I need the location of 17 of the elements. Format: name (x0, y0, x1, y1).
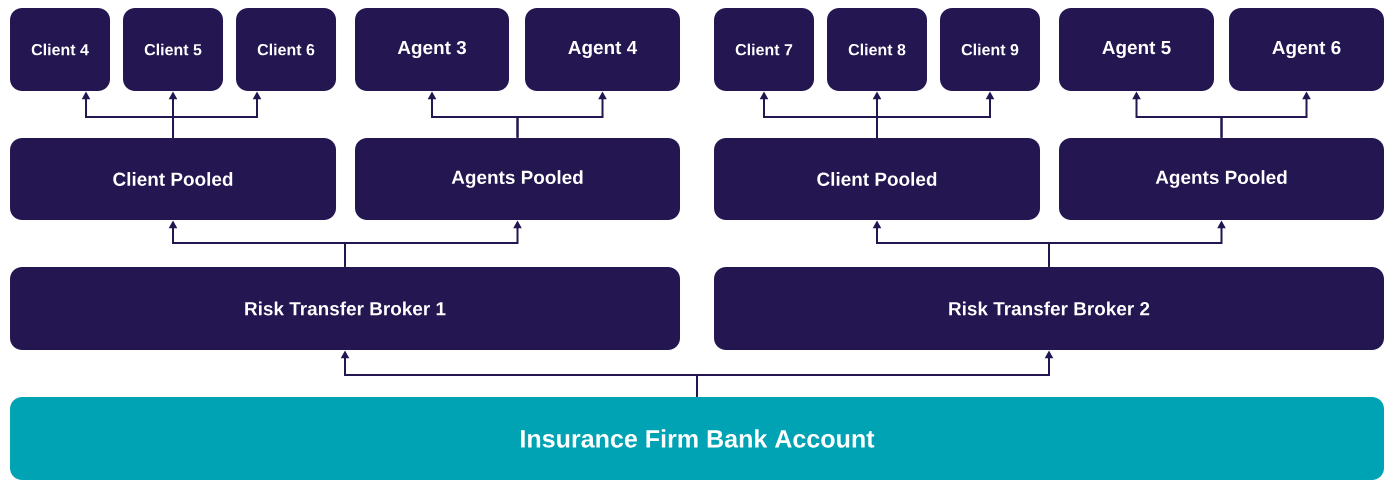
client-box: Client 8 (827, 8, 927, 91)
broker-box: Risk Transfer Broker 2 (714, 267, 1384, 350)
pool-box: Agents Pooled (1059, 138, 1384, 220)
agent-box: Agent 6 (1229, 8, 1384, 91)
client-box: Client 4 (10, 8, 110, 91)
broker-box: Risk Transfer Broker 1 (10, 267, 680, 350)
pool-box: Client Pooled (714, 138, 1040, 220)
agent-box: Agent 4 (525, 8, 680, 91)
agent-box: Agent 5 (1059, 8, 1214, 91)
pool-box: Client Pooled (10, 138, 336, 220)
client-box: Client 6 (236, 8, 336, 91)
agent-box: Agent 3 (355, 8, 509, 91)
client-box: Client 5 (123, 8, 223, 91)
client-box: Client 9 (940, 8, 1040, 91)
pool-box: Agents Pooled (355, 138, 680, 220)
client-box: Client 7 (714, 8, 814, 91)
account-box: Insurance Firm Bank Account (10, 397, 1384, 480)
